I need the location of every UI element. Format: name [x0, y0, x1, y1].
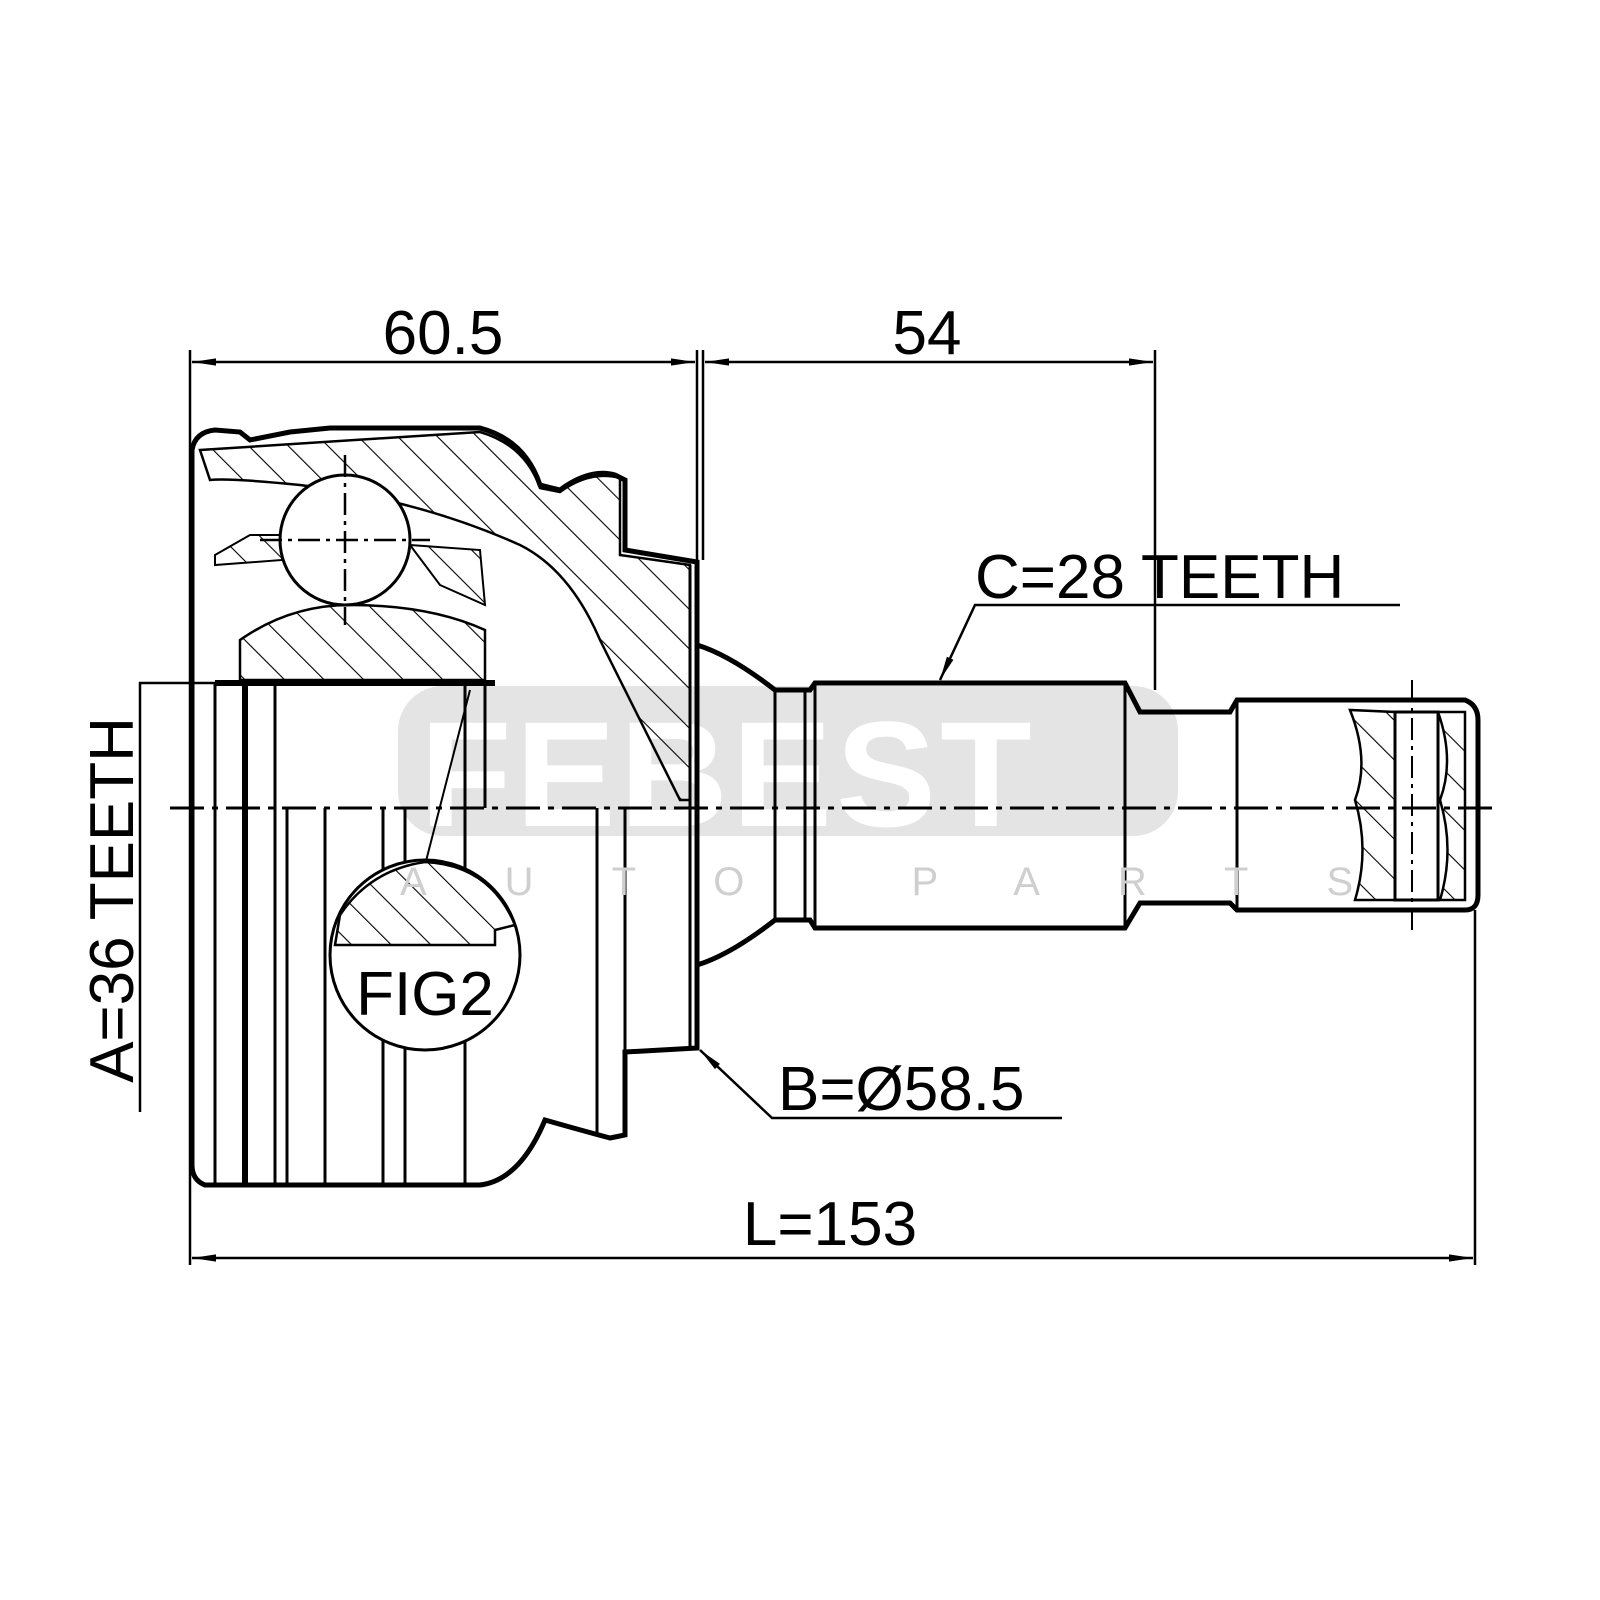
dim-outer-spline: C=28 TEETH	[975, 543, 1344, 612]
watermark-tagline: AUTO PARTS	[400, 860, 1431, 904]
dimension-lines	[138, 350, 1477, 1265]
fig2-detail: FIG2	[328, 689, 522, 1052]
dim-shaft-length: 54	[893, 299, 962, 368]
dim-housing-length: 60.5	[383, 299, 504, 368]
dim-abs-ring: B=Ø58.5	[778, 1055, 1024, 1124]
watermark-brand: FEBEST	[420, 690, 1036, 858]
fig2-label: FIG2	[356, 960, 494, 1029]
dim-inner-spline: A=36 TEETH	[78, 717, 147, 1083]
watermark: FEBEST	[398, 686, 1178, 858]
dim-total-length: L=153	[743, 1190, 917, 1259]
